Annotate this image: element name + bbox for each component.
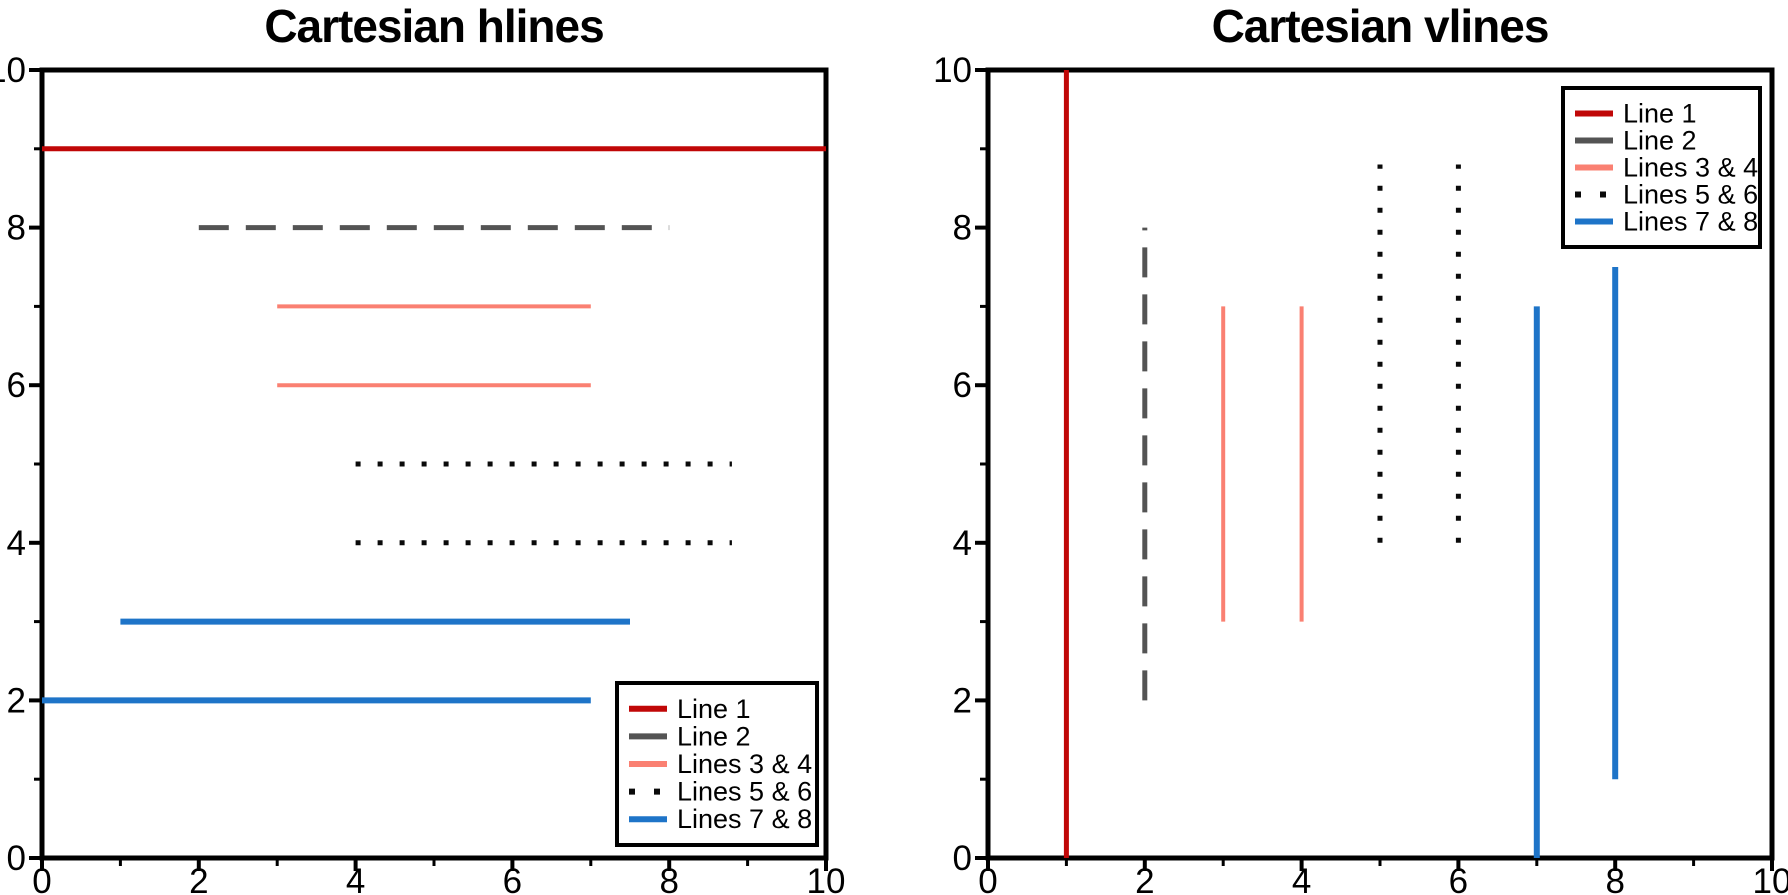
x-tick-label: 2 [1135,862,1154,895]
x-tick-label: 4 [346,862,365,895]
x-tick-label: 8 [659,862,678,895]
y-tick-label: 0 [953,839,972,878]
legend-label: Lines 3 & 4 [1623,153,1758,183]
y-tick-label: 4 [953,524,972,563]
y-tick-label: 0 [7,839,26,878]
legend-label: Line 1 [677,694,751,724]
legend-label: Line 1 [1623,99,1697,129]
legend-label: Lines 7 & 8 [1623,207,1758,237]
x-tick-label: 10 [1753,862,1788,895]
legend-label: Line 2 [1623,126,1697,156]
legend-label: Lines 5 & 6 [1623,180,1758,210]
x-tick-label: 8 [1605,862,1624,895]
legend-label: Lines 7 & 8 [677,804,812,834]
x-tick-label: 10 [807,862,846,895]
y-tick-label: 10 [933,51,972,90]
y-tick-label: 4 [7,524,26,563]
y-tick-label: 8 [7,209,26,248]
legend-label: Lines 5 & 6 [677,777,812,807]
x-tick-label: 4 [1292,862,1311,895]
y-tick-label: 6 [953,366,972,405]
x-tick-label: 0 [978,862,997,895]
y-tick-label: 2 [7,681,26,720]
x-tick-label: 6 [1449,862,1468,895]
y-tick-label: 10 [0,51,26,90]
hlines-chart-title: Cartesian hlines [264,0,604,52]
x-tick-label: 6 [503,862,522,895]
y-tick-label: 8 [953,209,972,248]
legend-label: Lines 3 & 4 [677,749,812,779]
y-tick-label: 2 [953,681,972,720]
vlines-chart-title: Cartesian vlines [1211,0,1550,52]
x-tick-label: 0 [32,862,51,895]
x-tick-label: 2 [189,862,208,895]
y-tick-label: 6 [7,366,26,405]
legend-label: Line 2 [677,721,751,751]
